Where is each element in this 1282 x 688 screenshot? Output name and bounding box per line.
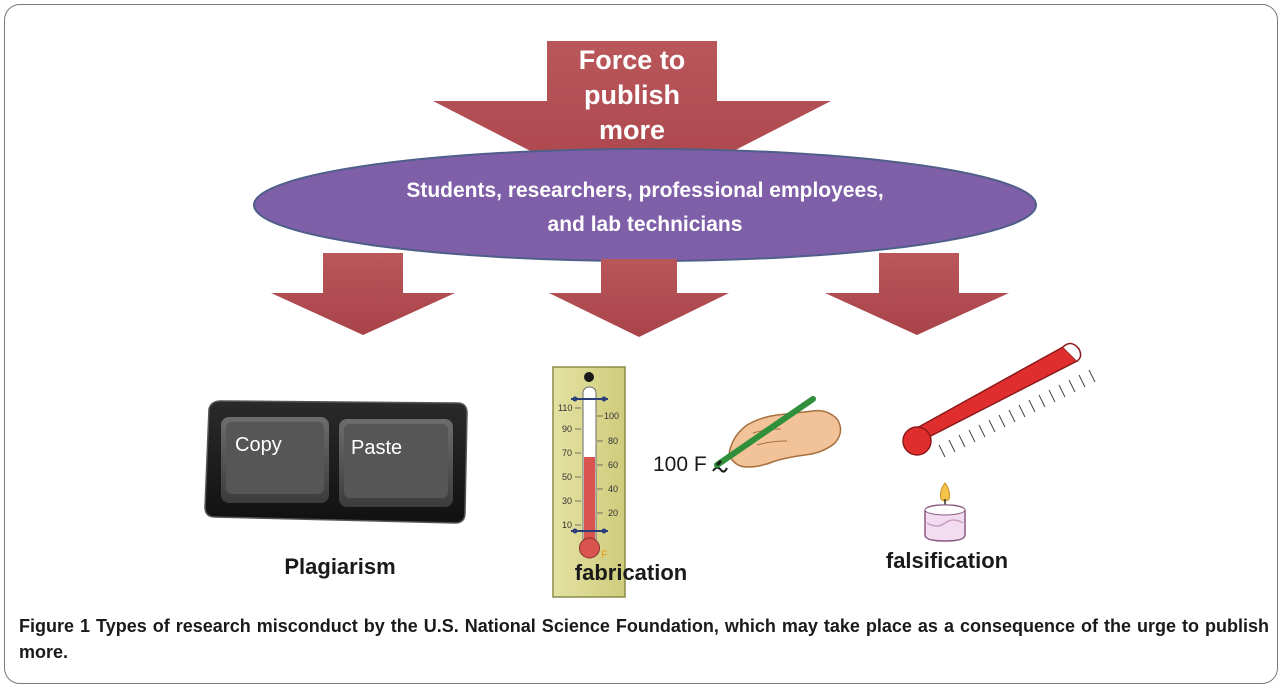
- ellipse-shape: [253, 148, 1037, 262]
- thermo-right-tick-1: 80: [608, 436, 618, 446]
- fahrenheit-thermometer-icon: 110 90 70 50 30 10 100 80 60 40 20 F: [552, 366, 626, 598]
- figure-frame: Force to publish more Students, research…: [4, 4, 1278, 684]
- copy-key-label: Copy: [235, 434, 282, 456]
- thermo-left-tick-5: 10: [562, 520, 572, 530]
- thermo-unit: F: [601, 549, 608, 561]
- ellipse-text-line1: Students, researchers, professional empl…: [406, 179, 883, 202]
- thermo-left-tick-1: 90: [562, 424, 572, 434]
- copy-paste-keyboard-icon: Copy Paste: [204, 400, 468, 524]
- arrow-plagiarism: [271, 253, 455, 335]
- top-arrow-text-line3: more: [599, 115, 665, 145]
- label-fabrication: fabrication: [575, 560, 687, 585]
- thermo-left-tick-2: 70: [562, 448, 572, 458]
- top-arrow-text-line1: Force to: [579, 45, 686, 75]
- top-arrow-text-line2: publish: [584, 80, 680, 110]
- candle-icon: [924, 482, 966, 542]
- thermo-right-tick-4: 20: [608, 508, 618, 518]
- paste-key: Paste: [339, 419, 453, 507]
- caption-text: Types of research misconduct by the U.S.…: [19, 616, 1269, 662]
- thermo-left-tick-0: 110: [558, 403, 572, 413]
- caption-label: Figure 1: [19, 616, 91, 636]
- thermo-right-tick-2: 60: [608, 460, 618, 470]
- writing-hand-icon: [712, 396, 842, 473]
- paste-key-label: Paste: [351, 437, 402, 459]
- arrow-fabrication: [549, 259, 729, 337]
- thermo-left-tick-4: 30: [562, 496, 572, 506]
- ellipse-text-line2: and lab technicians: [548, 213, 743, 236]
- thermo-left-tick-3: 50: [562, 472, 572, 482]
- label-plagiarism: Plagiarism: [284, 554, 395, 579]
- diagram: Force to publish more Students, research…: [204, 41, 1096, 598]
- top-arrow: Force to publish more: [433, 41, 831, 203]
- figure-caption: Figure 1 Types of research misconduct by…: [19, 613, 1269, 665]
- label-falsification: falsification: [886, 548, 1008, 573]
- copy-key: Copy: [221, 417, 329, 503]
- handwritten-value-text: 100 F: [653, 453, 707, 476]
- group-ellipse: Students, researchers, professional empl…: [253, 148, 1037, 262]
- red-thermometer-icon: [902, 342, 1096, 458]
- top-arrow-shape: [433, 41, 831, 203]
- arrow-falsification: [825, 253, 1009, 335]
- thermo-right-tick-3: 40: [608, 484, 618, 494]
- thermo-right-tick-0: 100: [604, 411, 619, 421]
